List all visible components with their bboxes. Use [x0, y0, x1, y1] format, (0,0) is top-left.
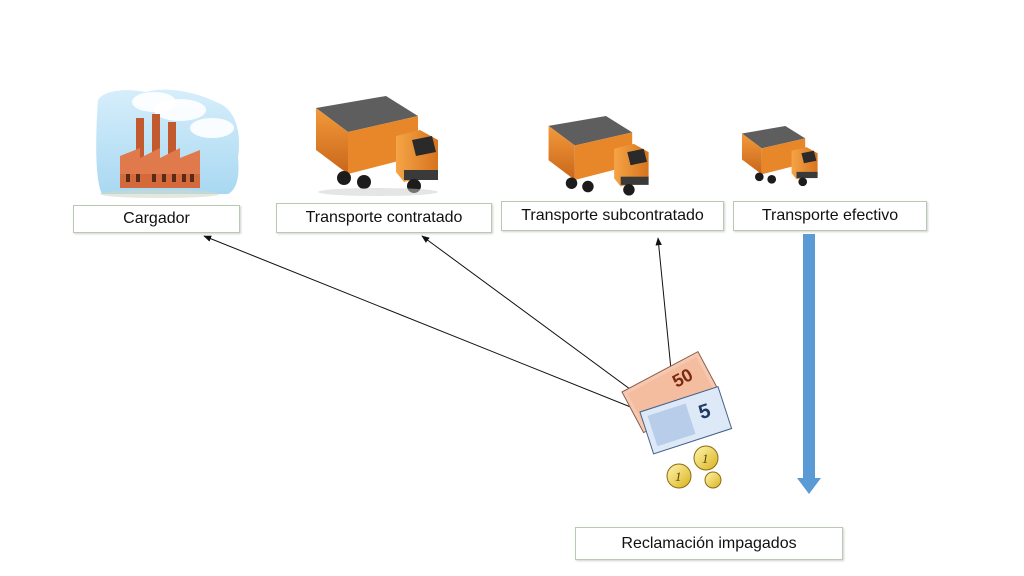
node-reclamacion-label: Reclamación impagados [621, 534, 797, 552]
svg-text:1: 1 [702, 451, 709, 466]
node-reclamacion-impagados: Reclamación impagados [575, 527, 843, 560]
factory-icon [96, 89, 240, 198]
coin: 1 [666, 463, 692, 489]
coin: 1 [693, 445, 719, 471]
node-transporte-contratado: Transporte contratado [276, 203, 492, 233]
coin [704, 471, 722, 489]
down-arrow [797, 234, 821, 494]
arrow-to-cargador [203, 235, 669, 423]
node-cargador: Cargador [73, 205, 240, 233]
truck-icon [548, 116, 649, 196]
money-icon: 50 5 1 1 [621, 350, 733, 489]
node-transporte-subcontratado-label: Transporte subcontratado [521, 207, 704, 224]
node-transporte-subcontratado: Transporte subcontratado [501, 201, 724, 231]
truck-icon [741, 126, 818, 187]
node-transporte-efectivo: Transporte efectivo [733, 201, 927, 231]
node-cargador-label: Cargador [123, 210, 190, 227]
node-transporte-contratado-label: Transporte contratado [305, 209, 463, 226]
node-transporte-efectivo-label: Transporte efectivo [761, 207, 899, 224]
truck-icon [316, 96, 438, 196]
svg-text:1: 1 [675, 469, 682, 484]
